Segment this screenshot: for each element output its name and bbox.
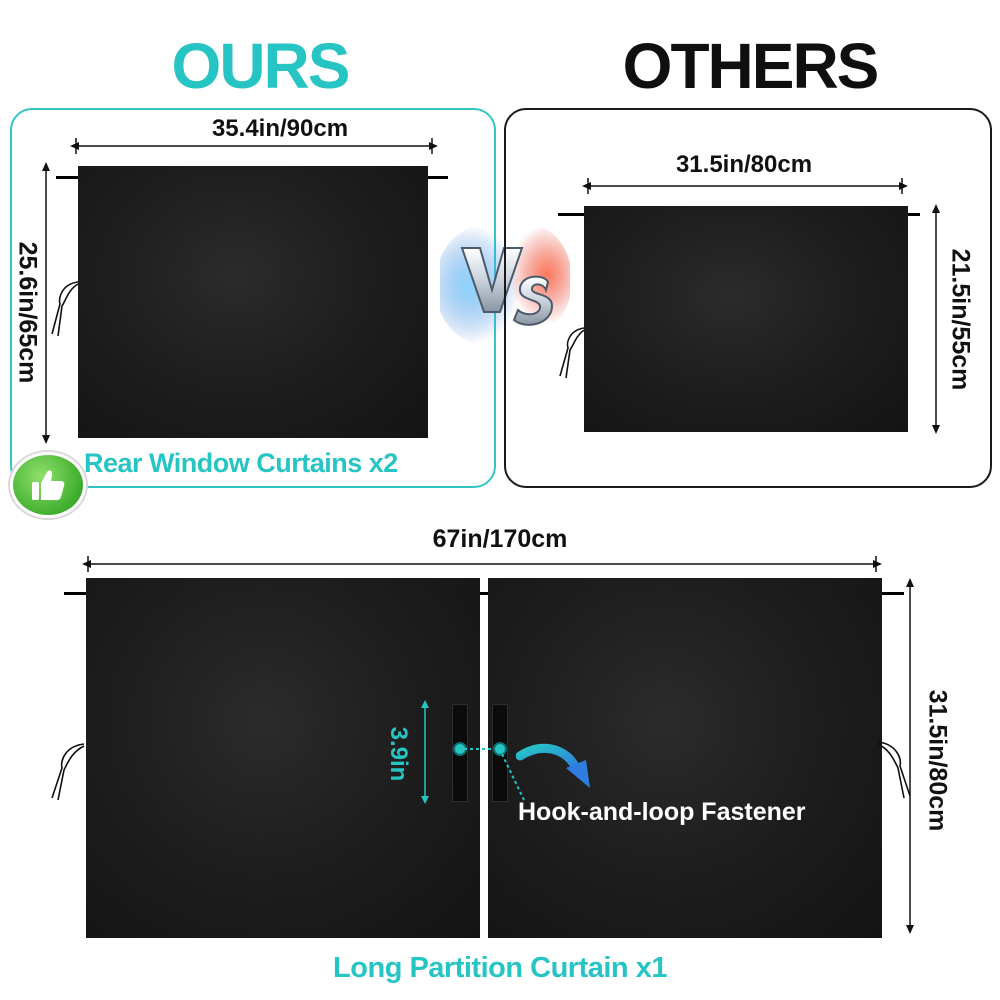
ours-width-arrow [70,138,438,154]
vs-badge [440,225,570,345]
others-curtain [584,206,908,432]
partition-width-label: 67in/170cm [432,525,568,553]
ours-title: OURS [171,30,351,102]
fastener-label: Hook-and-loop Fastener [518,798,806,826]
ours-caption: Rear Window Curtains x2 [84,448,398,478]
ours-height-label: 25.6in/65cm [13,241,42,384]
partition-height-label: 31.5in/80cm [923,689,952,832]
partition-right-tie [877,741,911,799]
partition-curtain-rod [64,592,904,595]
partition-caption: Long Partition Curtain x1 [333,952,667,984]
ours-curtain-tie [51,281,79,337]
strip-height-label: 3.9in [385,726,412,782]
fastener-connector [464,748,494,750]
partition-curtain-right [488,578,882,938]
strip-height-arrow [421,700,429,804]
fastener-dot-right [493,742,507,756]
others-width-label: 31.5in/80cm [675,151,813,178]
partition-height-arrow [906,578,914,934]
ours-height-arrow [42,162,50,444]
others-panel [504,108,992,488]
fastener-leader-line [501,754,525,801]
others-height-arrow [932,204,940,434]
others-width-arrow [582,178,908,194]
ours-width-label: 35.4in/90cm [211,115,349,142]
partition-width-arrow [82,556,882,572]
arrow-icon [516,743,590,788]
ours-curtain [78,166,428,438]
partition-left-tie [51,743,85,801]
thumbs-up-icon [10,452,86,518]
others-title: OTHERS [622,30,880,102]
others-height-label: 21.5in/55cm [946,248,975,391]
partition-curtain-left [86,578,480,938]
others-curtain-tie [559,327,585,379]
